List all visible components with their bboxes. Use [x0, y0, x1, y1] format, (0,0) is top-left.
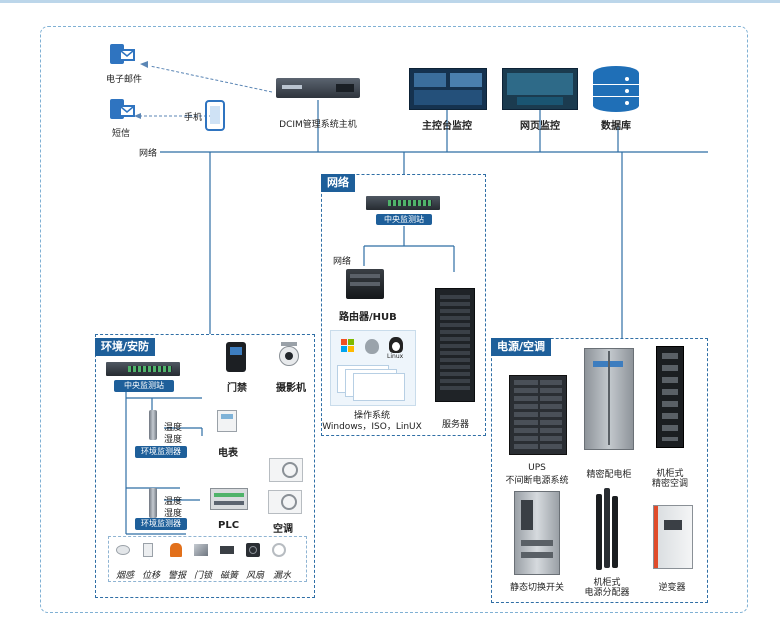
pdu-label-2: 电源分配器 — [584, 588, 630, 598]
database-label: 数据库 — [601, 121, 631, 132]
rack-pdu-icon — [594, 488, 620, 570]
os-list: Windows，ISO，LinUX — [322, 422, 422, 432]
sensor-smoke-label: 烟感 — [116, 571, 135, 581]
access-control-device — [226, 342, 246, 372]
env-sensor-1-icon — [149, 410, 157, 440]
phone-label: 手机 — [184, 113, 203, 123]
alarm-light-icon — [170, 543, 182, 557]
sms-label: 短信 — [112, 129, 131, 139]
network-switch-device — [366, 196, 440, 210]
sensor-fan-label: 风扇 — [246, 571, 265, 581]
dcim-host-device — [276, 78, 360, 98]
env-sensor-2-icon — [149, 488, 157, 518]
ups-cabinet — [509, 375, 567, 455]
web-label: 网页监控 — [520, 121, 560, 132]
sensor-alarm-label: 警报 — [168, 571, 187, 581]
hum-label-1: 湿度 — [164, 435, 183, 445]
network-section — [321, 174, 486, 436]
sensor-motion-label: 位移 — [142, 571, 161, 581]
env-switch-device — [106, 362, 180, 376]
power-meter-label: 电表 — [218, 448, 238, 459]
os-panel: Linux — [330, 330, 416, 406]
sensor-strip — [108, 536, 307, 582]
smoke-sensor-icon — [116, 545, 130, 555]
env-monitor-1: 环境监测器 — [135, 446, 187, 458]
linux-logo-icon — [389, 337, 403, 353]
rack-ac-label-2: 精密空调 — [651, 479, 688, 489]
fan-icon — [246, 543, 260, 557]
env-security-section — [95, 334, 315, 598]
water-leak-icon — [272, 543, 286, 557]
router-label: 路由器/HUB — [339, 312, 397, 323]
server-rack — [435, 288, 475, 402]
diagram-frame — [40, 26, 748, 613]
power-ac-title: 电源/空调 — [491, 338, 552, 356]
sensor-lock-label: 门锁 — [194, 571, 213, 581]
camera-label: 摄影机 — [276, 383, 306, 394]
router-device — [346, 269, 384, 299]
ac-label: 空调 — [273, 524, 293, 535]
static-transfer-switch — [514, 491, 560, 575]
access-control-label: 门禁 — [227, 383, 247, 394]
temp-label-2: 温度 — [164, 497, 183, 507]
camera-icon — [279, 342, 299, 368]
console-label: 主控台监控 — [422, 121, 472, 132]
linux-logo-text: Linux — [387, 353, 404, 360]
email-label: 电子邮件 — [106, 75, 143, 85]
door-lock-icon — [194, 544, 208, 556]
console-monitor-screens — [409, 68, 487, 110]
plc-device — [210, 488, 248, 510]
env-monitor-2: 环境监测器 — [135, 518, 187, 530]
cabinet-label: 精密配电柜 — [586, 470, 632, 480]
server-label: 服务器 — [442, 420, 470, 430]
motion-sensor-icon — [143, 543, 153, 557]
sms-icon — [110, 99, 136, 121]
sensor-leak-label: 漏水 — [273, 571, 292, 581]
rack-ac-label-1: 机柜式 — [656, 469, 684, 479]
email-icon — [110, 44, 136, 66]
env-security-title: 环境/安防 — [95, 338, 156, 356]
inverter-device — [653, 505, 693, 569]
ac-outdoor-unit-1 — [269, 458, 303, 482]
dcim-label: DCIM管理系统主机 — [279, 120, 357, 130]
web-monitor-screens — [502, 68, 578, 110]
ups-label-1: UPS — [528, 463, 546, 473]
pdu-label-1: 机柜式 — [593, 578, 621, 588]
sensor-reed-label: 磁簧 — [220, 571, 239, 581]
ac-outdoor-unit-2 — [268, 490, 302, 514]
power-distribution-cabinet — [584, 348, 634, 450]
phone-icon — [205, 100, 225, 131]
inverter-label: 逆变器 — [658, 583, 686, 593]
os-screen-stack — [337, 365, 407, 401]
network-central-station: 中央监测站 — [376, 214, 432, 225]
network-sub-label: 网络 — [333, 257, 352, 267]
power-ac-section — [491, 338, 708, 603]
apple-logo-icon — [365, 339, 379, 354]
database-icon — [593, 66, 639, 112]
env-central-station: 中央监测站 — [114, 380, 174, 392]
power-meter-device — [217, 410, 237, 432]
ups-label-2: 不间断电源系统 — [505, 476, 569, 486]
sts-label: 静态切换开关 — [509, 583, 564, 593]
reed-switch-icon — [220, 546, 234, 554]
top-divider — [0, 0, 780, 3]
hum-label-2: 湿度 — [164, 509, 183, 519]
windows-logo-icon — [341, 339, 355, 353]
network-line-label: 网络 — [139, 149, 158, 159]
temp-label-1: 温度 — [164, 423, 183, 433]
plc-label: PLC — [218, 520, 240, 531]
network-section-title: 网络 — [321, 174, 355, 192]
os-title: 操作系统 — [353, 411, 390, 421]
rack-ac-unit — [656, 346, 684, 448]
